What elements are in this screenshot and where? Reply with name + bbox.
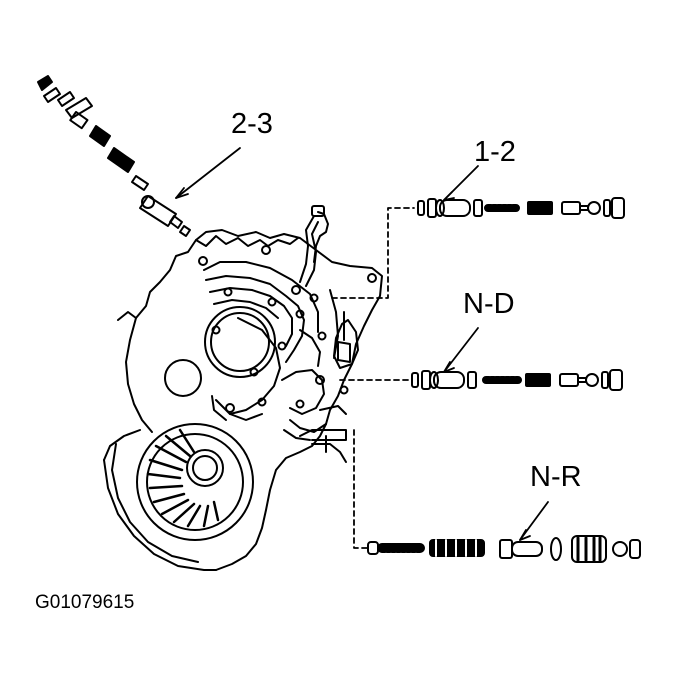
- callout-label-n-d: N-D: [463, 288, 515, 320]
- valve-bore-bracket: [299, 429, 347, 463]
- valve-n-r-parts: [367, 535, 641, 563]
- leader-lines: [331, 207, 415, 549]
- callout-label-1-2: 1-2: [474, 136, 516, 168]
- solenoid-harness: [311, 205, 351, 363]
- valve-n-d-parts: [411, 369, 623, 391]
- callout-label-2-3: 2-3: [231, 108, 273, 140]
- bolt-holes: [198, 245, 377, 413]
- transmission-case-housing: [103, 229, 383, 571]
- valve-2-3-parts: [37, 75, 191, 237]
- callout-label-n-r: N-R: [530, 461, 582, 493]
- valve-1-2-parts: [417, 197, 625, 219]
- main-bore: [204, 306, 276, 378]
- callout-arrows: [175, 147, 549, 541]
- figure-id: G01079615: [35, 592, 135, 613]
- pump-assembly: [136, 423, 254, 541]
- side-bore: [164, 359, 202, 397]
